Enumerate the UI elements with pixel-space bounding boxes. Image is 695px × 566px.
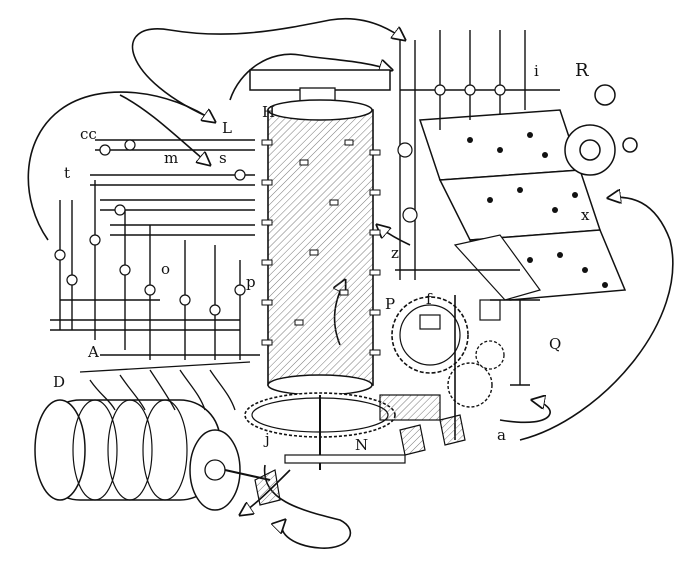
arrow-left-loop [27,91,215,241]
label-H: H [262,103,276,121]
drum-levers [79,361,251,411]
label-f: f [426,290,432,308]
card-chain [418,109,627,301]
arrow-a [499,400,551,424]
arrow-top-loop [131,17,405,121]
arrow-to-i [229,53,392,101]
label-N: N [355,436,369,454]
label-j: j [265,430,270,448]
label-p: p [246,273,256,291]
label-s: s [219,149,227,167]
right-rods [395,30,560,280]
label-i: i [534,62,539,80]
arrow-z [377,225,411,246]
label-Q: Q [549,335,562,353]
label-t: t [64,164,71,182]
q-linkage [490,299,540,386]
label-x: x [581,206,590,224]
arrow-bottom-loop [263,464,352,549]
label-o: o [161,260,171,278]
arrow-cc-to-s [119,94,210,165]
label-R: R [575,60,589,81]
card-drum [564,84,638,176]
cylinder-pegs [261,139,381,356]
cylinder-base-gear [244,392,406,470]
central-cylinder [249,69,391,396]
left-lever-frame [50,139,260,360]
lever-joints [54,139,246,316]
label-a: a [497,426,506,444]
label-D: D [53,373,66,391]
label-L: L [222,119,232,137]
label-A: A [88,343,99,361]
counter-drum [34,399,281,511]
label-P: P [385,295,396,313]
label-m: m [164,149,179,167]
label-z: z [391,244,399,262]
gear-f [379,295,505,456]
card-holes [467,132,608,288]
arrow-x [519,197,674,441]
rod-bearings [397,84,506,223]
label-cc: cc [80,125,97,143]
